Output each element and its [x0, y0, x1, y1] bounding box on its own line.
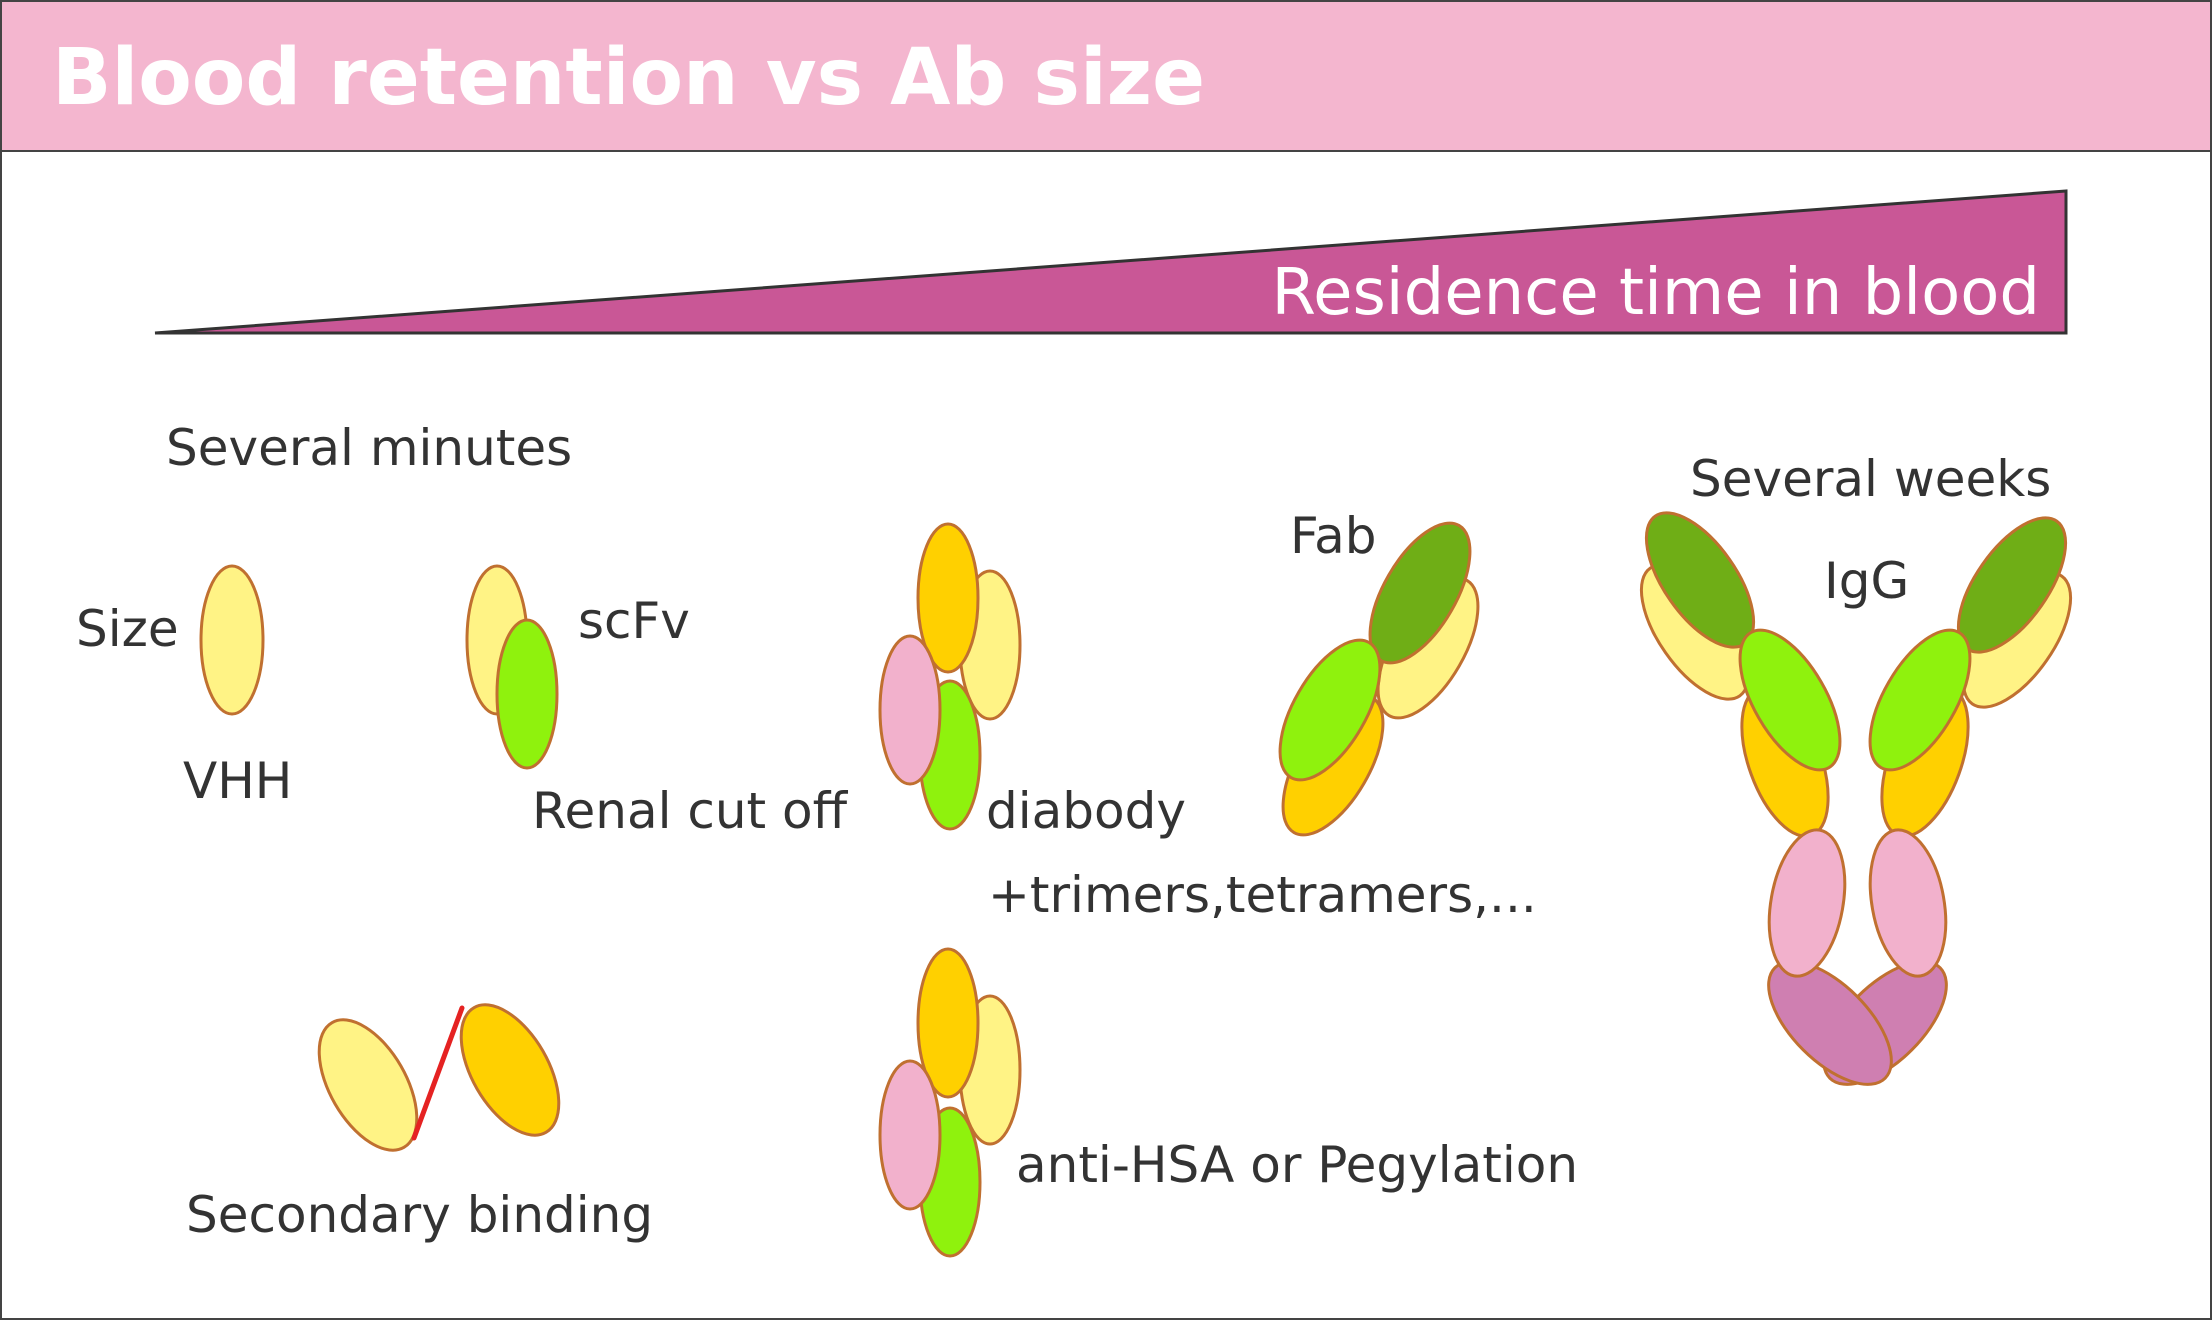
diabody-domain-pink: [878, 634, 942, 786]
scfv-molecule: [465, 564, 559, 770]
multimers-label: +trimers,tetramers,...: [988, 866, 1537, 924]
vhh-label: VHH: [183, 752, 292, 810]
igg-fc-left-domain: [1767, 960, 1893, 1086]
several-minutes-label: Several minutes: [166, 419, 572, 477]
residence-time-label: Residence time in blood: [1271, 256, 2040, 330]
diabody-molecule: [878, 522, 1022, 831]
residence-time-wedge: [154, 189, 2068, 335]
igg-right-vl-domain: [1868, 628, 1972, 772]
anti-hsa-domain-orange: [916, 947, 980, 1099]
diabody-domain-orange: [916, 522, 980, 674]
fab-vl-domain: [1278, 638, 1382, 782]
vhh-domain: [199, 564, 265, 716]
scfv-label: scFv: [578, 592, 690, 650]
anti-hsa-molecule: [878, 947, 1022, 1258]
renal-cut-off-label: Renal cut off: [532, 782, 849, 840]
title-banner: [0, 0, 2212, 152]
secondary-binding-label: Secondary binding: [186, 1186, 653, 1244]
igg-label: IgG: [1824, 552, 1909, 610]
secondary-binding-domain-orange: [459, 1003, 561, 1137]
igg-ch2-right-domain: [1868, 828, 1948, 978]
fab-label: Fab: [1290, 507, 1377, 565]
igg-left-vl-domain: [1738, 628, 1842, 772]
secondary-binding-linker: [411, 1005, 465, 1141]
scfv-vl-domain: [495, 618, 559, 770]
vhh-molecule: [199, 564, 265, 716]
size-label: Size: [76, 600, 179, 658]
anti-hsa-domain-pink: [878, 1059, 942, 1211]
igg-ch2-left-domain: [1767, 828, 1847, 978]
igg-molecule: [1639, 511, 2073, 1086]
page-title: Blood retention vs Ab size: [52, 33, 1205, 123]
anti-hsa-label: anti-HSA or Pegylation: [1016, 1136, 1578, 1194]
secondary-binding-molecule: [317, 1003, 561, 1152]
fab-molecule: [1278, 521, 1480, 837]
several-weeks-label: Several weeks: [1690, 450, 2051, 508]
diabody-label: diabody: [986, 782, 1186, 840]
secondary-binding-domain-yellow: [317, 1018, 419, 1152]
